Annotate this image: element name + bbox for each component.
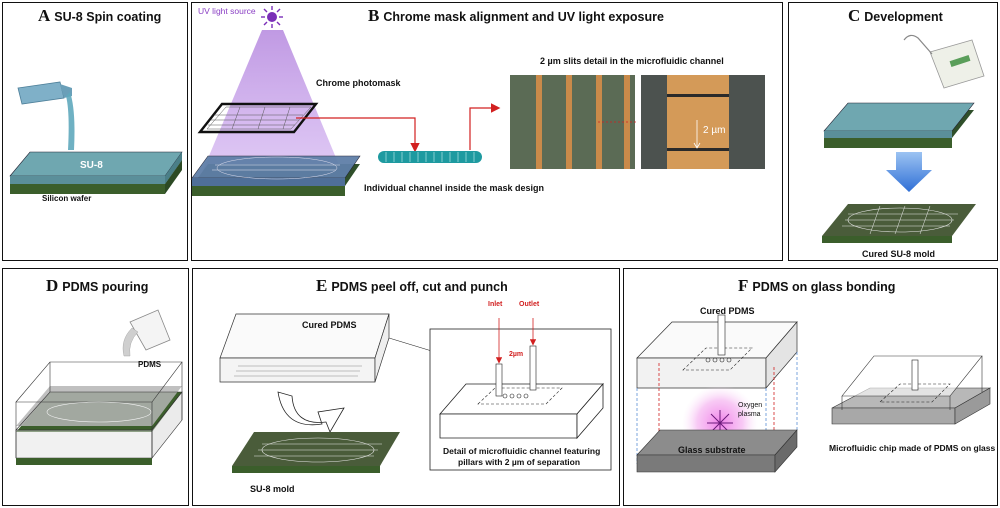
panel-e-title-text: PDMS peel off, cut and punch <box>331 280 508 294</box>
micrograph-1 <box>510 75 638 169</box>
mold-c <box>822 204 976 243</box>
mold-e <box>232 432 400 473</box>
pouring-bottle-icon <box>17 81 75 150</box>
pdms-block-e <box>219 313 436 383</box>
wafer-stack-c <box>823 102 975 148</box>
detail-box-e <box>429 318 612 471</box>
gap-label: 2µm <box>509 351 524 358</box>
cured-pdms-label-e: Cured PDMS <box>302 320 357 330</box>
glass-label: Glass substrate <box>678 445 746 455</box>
red-arrows-b <box>296 103 501 153</box>
panel-b-letter: B <box>368 6 380 25</box>
panel-a-letter: A <box>38 6 51 25</box>
panel-a-title-text: SU-8 Spin coating <box>54 10 162 24</box>
detail-line-2: pillars with 2 µm of separation <box>458 457 581 467</box>
panel-c-title-text: Development <box>864 10 943 24</box>
channel-label: Individual channel inside the mask desig… <box>364 183 545 193</box>
wafer-stack-a <box>9 151 183 194</box>
panel-d-letter: D <box>46 276 59 295</box>
pdms-label: PDMS <box>138 360 162 369</box>
panel-f-title-text: PDMS on glass bonding <box>752 280 896 294</box>
micrograph-2 <box>641 75 765 169</box>
detail-line-1: Detail of microfluidic channel featuring <box>443 446 601 456</box>
panel-f-letter: F <box>738 276 749 295</box>
photomask <box>197 102 319 134</box>
flip-arrow-icon <box>277 391 345 433</box>
channel-icon <box>378 151 482 163</box>
wafer-stack-b <box>191 155 361 196</box>
uv-beam <box>198 30 346 182</box>
chip-label: Microfluidic chip made of PDMS on glass <box>829 443 996 453</box>
photomask-label: Chrome photomask <box>316 78 401 88</box>
wafer-label: Silicon wafer <box>42 194 92 203</box>
glass-substrate <box>636 429 798 473</box>
plasma-label-1: Oxygen <box>738 402 763 409</box>
panel-c-letter: C <box>848 6 861 25</box>
plasma-label-2: plasma <box>738 411 761 418</box>
cured-pdms-label-f: Cured PDMS <box>700 306 755 316</box>
pdms-cup-icon <box>122 309 171 357</box>
su8-label: SU-8 <box>80 160 103 171</box>
uv-source-label: UV light source <box>198 6 256 16</box>
wash-bottle-icon <box>903 34 985 89</box>
pdms-block-f <box>636 314 798 389</box>
panel-d-title-text: PDMS pouring <box>62 280 149 294</box>
panel-b-title-text: Chrome mask alignment and UV light expos… <box>383 10 664 24</box>
panel-a <box>2 2 188 261</box>
down-arrow-icon <box>886 152 932 192</box>
inlet-label: Inlet <box>488 301 503 308</box>
panel-e-letter: E <box>316 276 328 295</box>
pdms-block-d <box>15 361 183 465</box>
mold-label-c: Cured SU-8 mold <box>862 249 936 259</box>
scale-label: 2 µm <box>703 125 726 136</box>
outlet-label: Outlet <box>519 301 540 308</box>
mold-label-e: SU-8 mold <box>250 484 295 494</box>
chip-f <box>831 355 992 425</box>
uv-source-icon <box>261 6 283 28</box>
alignment-arrows-f <box>636 352 798 464</box>
slits-detail-label: 2 µm slits detail in the microfluidic ch… <box>540 56 724 66</box>
